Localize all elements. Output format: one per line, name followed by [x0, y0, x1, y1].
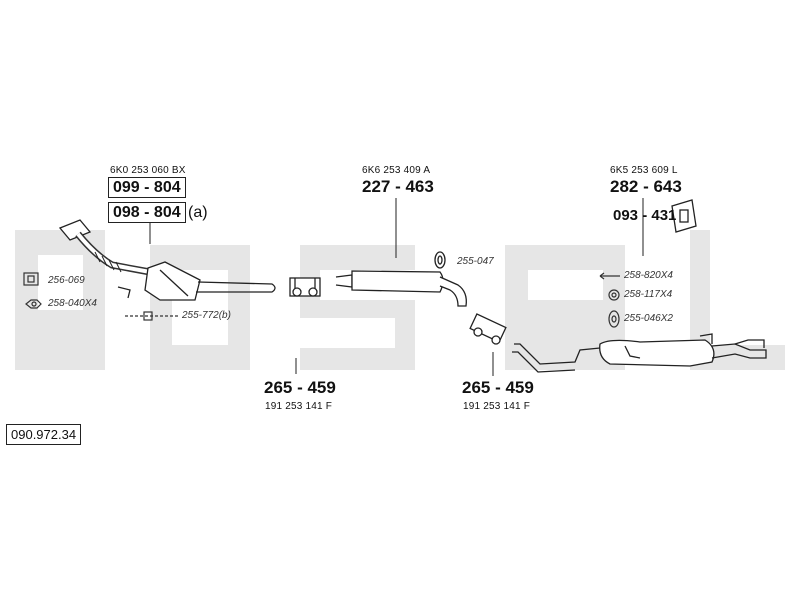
- rear-hanger-number[interactable]: 093 - 431: [613, 207, 677, 224]
- front-alt-suffix: (a): [188, 204, 208, 221]
- rear-part-number[interactable]: 282 - 643: [610, 177, 682, 196]
- front-part-number[interactable]: 099 - 804: [108, 177, 186, 198]
- clamp-left: [289, 277, 321, 297]
- rear-hanger: [671, 199, 697, 233]
- manifold-flange: [58, 219, 92, 241]
- mount-ring-label[interactable]: 255-047: [457, 256, 494, 267]
- nut-icon: [25, 299, 42, 309]
- clamp-right: [469, 313, 507, 345]
- rubber-mount-icon: [608, 310, 620, 328]
- rear-silencer: [599, 339, 715, 367]
- front-pipe: [196, 281, 276, 293]
- middle-silencer: [351, 270, 444, 293]
- tailpipe: [711, 343, 767, 359]
- middle-oe-number: 6K6 253 409 A: [362, 165, 431, 176]
- clamp-left-part-number[interactable]: 265 - 459: [264, 378, 336, 397]
- front-alt-part-number[interactable]: 098 - 804: [108, 202, 186, 223]
- bolt-kit-label[interactable]: 255-772(b): [182, 310, 231, 321]
- screw-label[interactable]: 258-820X4: [624, 270, 673, 281]
- rear-oe-number: 6K5 253 609 L: [610, 165, 678, 176]
- middle-part-number[interactable]: 227 - 463: [362, 177, 434, 196]
- gasket-icon: [23, 272, 39, 286]
- catalog-ref: 090.972.34: [6, 424, 82, 445]
- front-oe-number: 6K0 253 060 BX: [110, 165, 186, 176]
- clamp-right-oe-number: 191 253 141 F: [463, 401, 531, 412]
- spring-label[interactable]: 258-117X4: [624, 289, 673, 300]
- mount-ring: [434, 251, 446, 269]
- spring-icon: [608, 289, 620, 301]
- bolt-kit-icon: [125, 311, 178, 321]
- gasket-label[interactable]: 256-069: [48, 275, 85, 286]
- rear-pipe: [514, 343, 601, 365]
- rubber-mount-label[interactable]: 255-046X2: [624, 313, 673, 324]
- middle-pipe: [335, 274, 353, 288]
- nut-label[interactable]: 258-040X4: [48, 298, 97, 309]
- clamp-left-oe-number: 191 253 141 F: [265, 401, 333, 412]
- clamp-right-part-number[interactable]: 265 - 459: [462, 378, 534, 397]
- screw-icon: [599, 272, 620, 280]
